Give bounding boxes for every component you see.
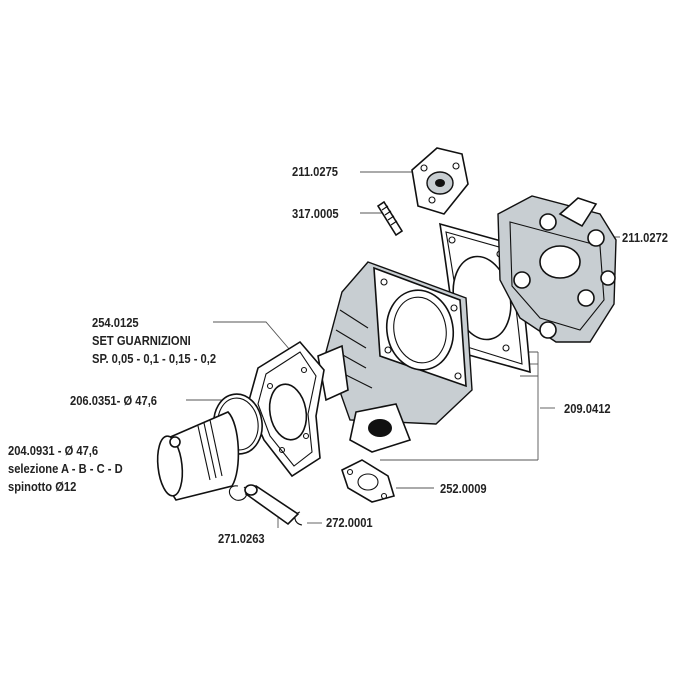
label-head-insert: 211.0275 [292,164,339,179]
label-piston-code: 204.0931 - Ø 47,6 [8,443,99,458]
label-stud: 317.0005 [292,206,339,221]
label-exhaust-gasket: 252.0009 [440,481,487,496]
label-piston-selection: selezione A - B - C - D [8,461,123,476]
label-head: 211.0272 [622,230,669,245]
cylinder-head-part [497,195,617,343]
label-piston-ring: 206.0351- Ø 47,6 [70,393,158,408]
base-gasket-part [247,340,325,478]
cylinder-part [317,261,473,453]
piston-pin-part [244,484,300,526]
label-gasket-set-name: SET GUARNIZIONI [92,333,191,348]
label-gasket-set-thickness: SP. 0,05 - 0,1 - 0,15 - 0,2 [92,351,217,366]
exhaust-gasket-part [341,459,396,503]
label-gasket-set-code: 254.0125 [92,315,139,330]
piston-part [156,411,240,501]
label-piston-pin: 271.0263 [218,531,265,546]
label-piston-pin-size: spinotto Ø12 [8,479,77,494]
head-insert-part [411,147,469,215]
stud-part [376,200,404,237]
label-circlip: 272.0001 [326,515,373,530]
label-cylinder-kit: 209.0412 [564,401,611,416]
